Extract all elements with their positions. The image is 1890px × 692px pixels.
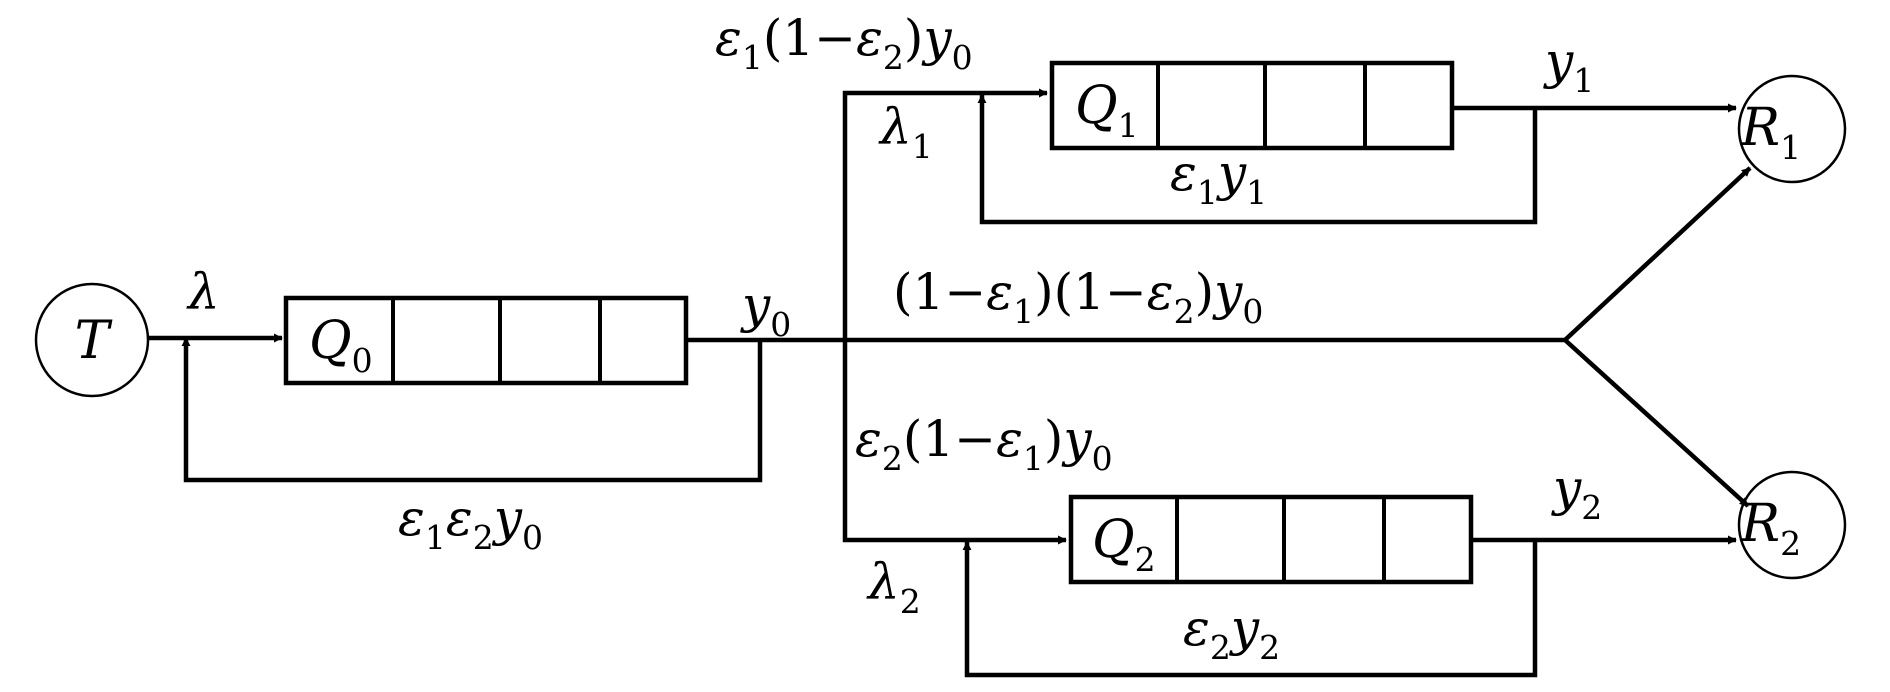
queue-q2-sub: 2 — [1135, 540, 1156, 579]
queue-q0-label: Q — [309, 311, 352, 371]
y0-label: y0 — [740, 276, 791, 344]
feedback-q0-arrow — [181, 337, 763, 483]
source-node-label: T — [75, 311, 113, 371]
queue-q0-sub: 0 — [352, 341, 373, 380]
y1-label: y1 — [1543, 32, 1594, 100]
svg-text:R1: R1 — [1740, 98, 1801, 167]
path-to-q2-label: ε2(1−ε1)y0 — [855, 410, 1113, 478]
receiver-r1-label: R — [1740, 98, 1780, 158]
feedback-q1-arrow — [977, 94, 1538, 225]
lambda1-label: λ1 — [878, 98, 933, 166]
lambda2-label: λ2 — [866, 553, 921, 621]
y2-label: y2 — [1551, 459, 1602, 527]
receiver-node-r2: R2 — [1737, 470, 1847, 580]
queue-q1: Q1 — [1049, 60, 1455, 151]
svg-text:Q2: Q2 — [1092, 510, 1156, 579]
receiver-r2-sub: 2 — [1780, 524, 1801, 563]
direct-to-r1-arrow — [1563, 166, 1752, 342]
lambda-label: λ — [186, 263, 220, 321]
direct-to-r2-arrow — [1563, 338, 1750, 508]
branch-to-q2-arrow — [842, 340, 1067, 545]
source-node-t: T — [34, 282, 150, 398]
receiver-node-r1: R1 — [1737, 74, 1847, 184]
feedback-q2-arrow — [962, 540, 1538, 678]
receiver-r1-sub: 1 — [1780, 128, 1801, 167]
feedback-q0-label: ε1ε2y0 — [398, 489, 543, 557]
queue-q1-label: Q — [1075, 76, 1118, 136]
direct-path-label: (1−ε1)(1−ε2)y0 — [893, 263, 1263, 331]
feedback-q1-label: ε1y1 — [1170, 144, 1267, 212]
branch-to-q1-arrow — [842, 88, 1048, 340]
queue-q1-sub: 1 — [1118, 106, 1139, 145]
queue-q0: Q0 — [283, 295, 689, 386]
feedback-q2-label: ε2y2 — [1183, 599, 1280, 667]
svg-text:Q0: Q0 — [309, 311, 373, 380]
queue-q2: Q2 — [1068, 494, 1474, 585]
path-to-q1-label: ε1(1−ε2)y0 — [715, 9, 973, 77]
queue-q2-label: Q — [1092, 510, 1135, 570]
svg-text:Q1: Q1 — [1075, 76, 1139, 145]
edges — [148, 88, 1752, 678]
